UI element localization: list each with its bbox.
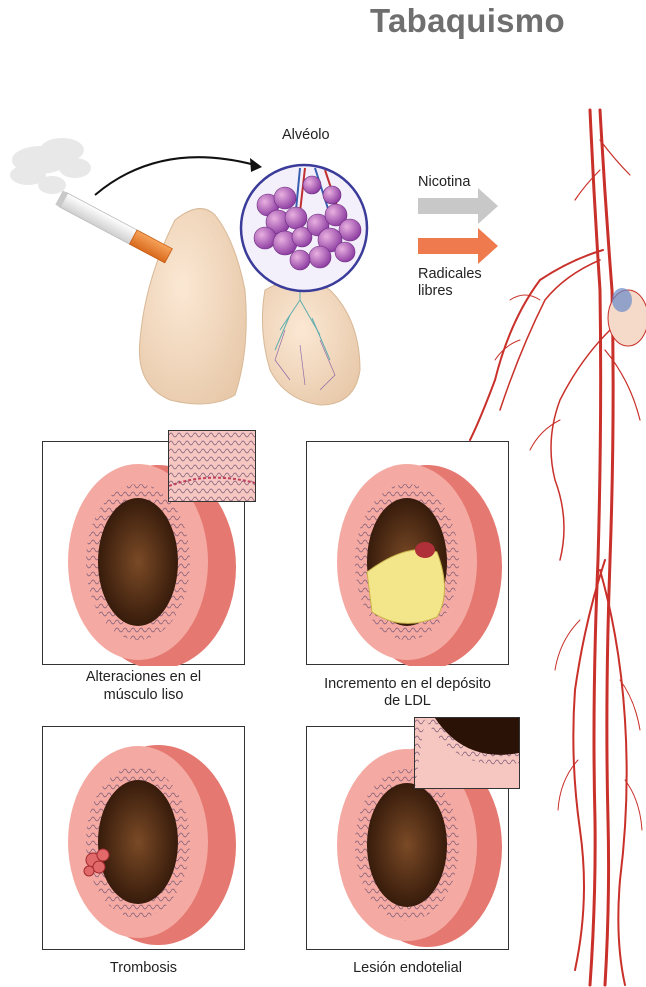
panel-smooth-muscle-caption-1: Alteraciones en el — [42, 668, 245, 686]
free-radicals-label-1: Radicales — [418, 266, 482, 283]
heart — [608, 288, 646, 346]
alveolus-magnifier — [241, 165, 367, 291]
nicotine-arrow — [418, 188, 498, 224]
inhalation-arrowhead — [250, 158, 262, 172]
panel-ldl-caption-1: Incremento en el depósito — [290, 675, 525, 693]
free-radicals-label-2: libres — [418, 283, 453, 300]
artery-cross-section — [307, 442, 510, 666]
zoom-inset — [414, 717, 520, 789]
panel-smooth-muscle — [42, 441, 245, 665]
smoke-plume — [10, 138, 91, 194]
zoom-inset — [168, 430, 256, 502]
inhalation-arrow — [95, 157, 255, 195]
panel-endothelial — [306, 726, 509, 950]
artery-cross-section — [43, 727, 246, 951]
panel-smooth-muscle-caption-2: músculo liso — [42, 686, 245, 704]
panel-ldl-deposit — [306, 441, 509, 665]
panel-endothelial-caption: Lesión endotelial — [290, 959, 525, 977]
panel-ldl-caption-2: de LDL — [290, 692, 525, 710]
alveolus-label: Alvéolo — [282, 126, 330, 144]
nicotine-label: Nicotina — [418, 174, 470, 191]
free-radicals-arrow — [418, 228, 498, 264]
panel-thrombosis-caption: Trombosis — [42, 959, 245, 977]
panel-thrombosis — [42, 726, 245, 950]
cigarette — [55, 191, 172, 263]
